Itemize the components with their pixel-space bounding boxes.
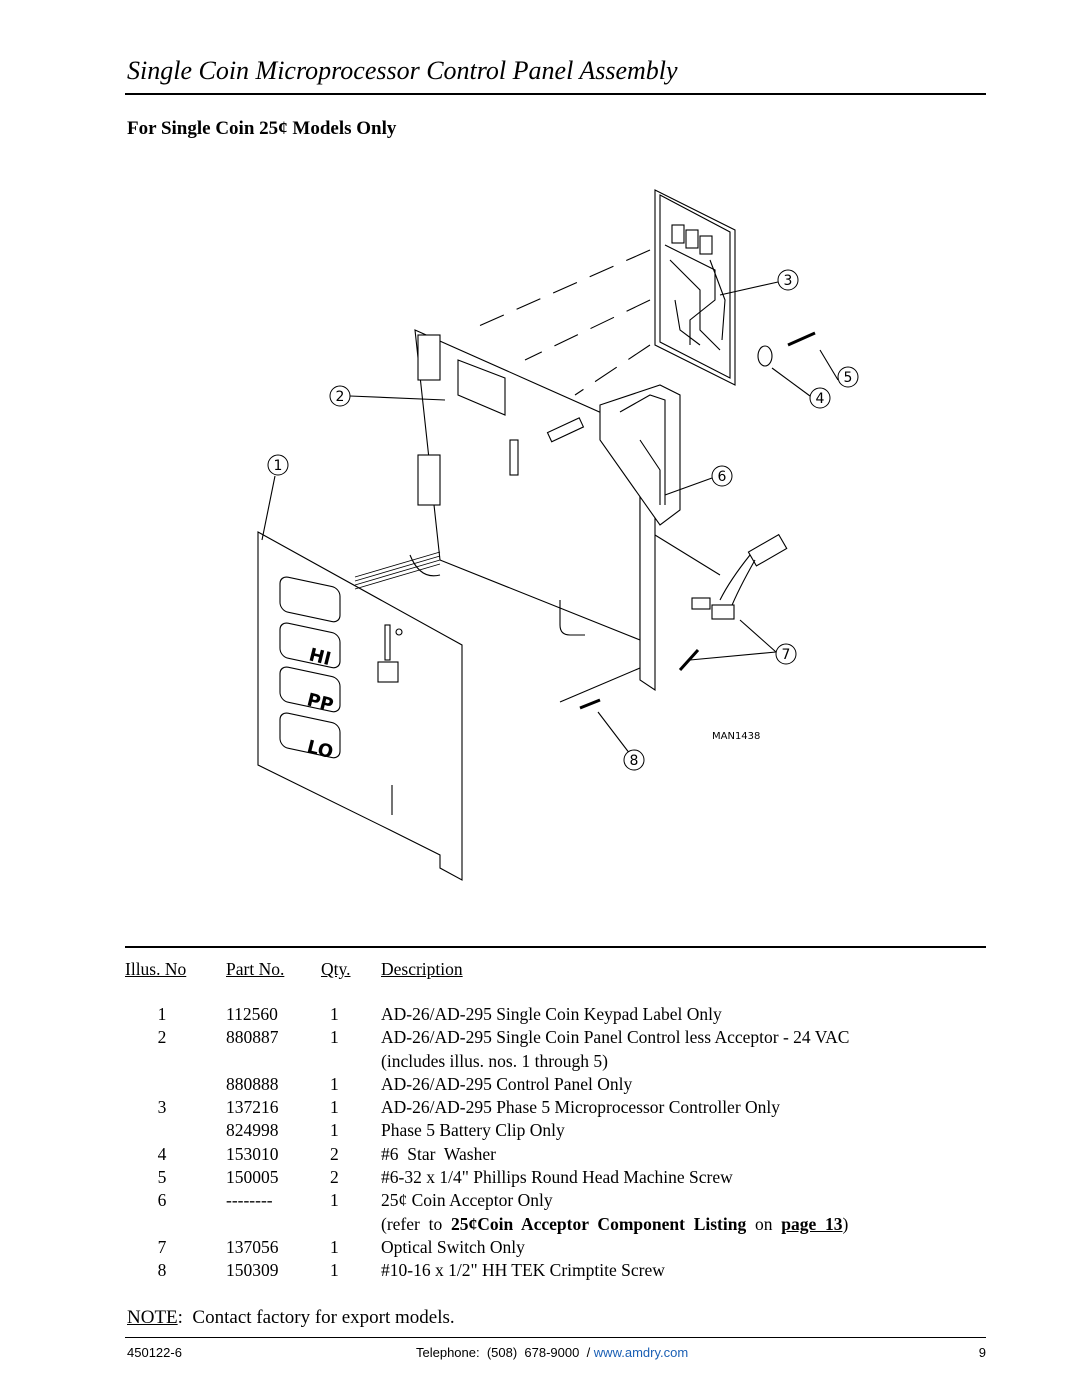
table-row: 2 880887 1 AD-26/AD-295 Single Coin Panel C… [125,1026,986,1049]
cell-part: 880887 [226,1027,279,1048]
callout-5: 5 [844,370,853,386]
cell-desc: Phase 5 Battery Clip Only [381,1120,565,1141]
cell-desc: AD-26/AD-295 Control Panel Only [381,1073,633,1094]
callout-8: 8 [630,753,639,769]
keypad-label [257,531,463,881]
cell-desc: AD-26/AD-295 Single Coin Keypad Label On… [381,1004,722,1024]
section-subtitle: For Single Coin 25¢ Models Only [127,118,397,139]
footer-page-number: 9 [978,1345,986,1360]
cell-part: 137216 [226,1097,279,1118]
footer-doc-number: 450122-6 [127,1345,182,1360]
cell-illus: 6 [157,1190,167,1211]
table-row: 1 112560 1 AD-26/AD-295 Single Coin Keypad … [125,1003,986,1026]
callout-7: 7 [782,647,791,663]
table-row: (includes illus. nos. 1 through 5) [125,1050,986,1073]
cell-qty: 1 [330,1120,339,1141]
cell-part: 880888 [226,1073,279,1094]
footer-rule [125,1337,986,1338]
footer-phone: Telephone: (508) 678-9000 / [416,1345,594,1360]
parts-table-header: Illus. No Part No. Qty. Description [125,958,986,981]
page-title: Single Coin Microprocessor Control Panel… [127,56,678,85]
table-rule [125,946,986,948]
coin-acceptor [599,384,681,526]
table-row: 3 137216 1 AD-26/AD-295 Phase 5 Microproces… [125,1096,986,1119]
cell-qty: 1 [330,1190,339,1211]
reference-middle: on [746,1213,782,1234]
cell-part: -------- [226,1190,273,1211]
table-row: 5 150005 2 #6-32 x 1/4" Phillips Round Head… [125,1166,986,1189]
callout-2: 2 [336,389,345,405]
cell-qty: 2 [330,1143,339,1164]
cell-qty: 1 [330,1236,339,1257]
cell-qty: 1 [330,1027,339,1048]
table-row: 6 -------- 1 25¢ Coin Acceptor Only [125,1189,986,1212]
header-desc: Description [381,959,463,979]
table-row: 824998 1 Phase 5 Battery Clip Only [125,1119,986,1142]
reference-suffix: ) [842,1213,849,1234]
header-illus: Illus. No [125,959,187,979]
note: NOTE: Contact factory for export models. [127,1307,455,1329]
cell-desc: (includes illus. nos. 1 through 5) [381,1050,608,1071]
cell-part: 112560 [226,1004,278,1024]
table-row: 880888 1 AD-26/AD-295 Control Panel Only [125,1073,986,1096]
cell-part: 137056 [226,1236,279,1257]
control-panel [414,329,656,692]
table-row: 8 150309 1 #10-16 x 1/2" HH TEK Crimptite S… [125,1259,986,1282]
controller-board [654,189,736,386]
cell-desc: AD-26/AD-295 Single Coin Panel Control l… [381,1027,850,1048]
table-row: 4 153010 2 #6 Star Washer [125,1143,986,1166]
note-text: : Contact factory for export models. [177,1307,455,1328]
cell-desc: Optical Switch Only [381,1236,525,1257]
table-row: 7 137056 1 Optical Switch Only [125,1236,986,1259]
callout-3: 3 [784,273,793,289]
exploded-assembly-diagram: 1 2 3 4 5 6 7 8 HI PP LO MAN1438 [257,189,859,881]
cell-qty: 1 [330,1260,339,1281]
cell-desc: 25¢ Coin Acceptor Only [381,1190,553,1211]
footer-contact: Telephone: (508) 678-9000 / www.amdry.co… [416,1345,688,1360]
cell-qty: 2 [330,1167,339,1188]
cell-illus: 4 [157,1143,167,1164]
callout-4: 4 [816,391,825,407]
callout-1: 1 [274,458,283,474]
cell-qty: 1 [330,1004,339,1024]
reference-prefix: (refer to [381,1213,451,1234]
cell-illus: 1 [157,1004,167,1024]
title-rule [125,93,986,95]
cell-illus: 3 [157,1097,167,1118]
optical-switch [654,533,788,672]
table-row-reference: (refer to 25¢Coin Acceptor Component Lis… [125,1213,986,1236]
page-13-link[interactable]: page 13 [781,1213,843,1234]
cell-part: 150309 [226,1260,279,1281]
cell-qty: 1 [330,1073,339,1094]
reference-text: (refer to 25¢Coin Acceptor Component Lis… [381,1213,848,1236]
header-qty: Qty. [321,959,351,979]
cell-part: 150005 [226,1167,279,1188]
cell-desc: #6 Star Washer [381,1143,496,1164]
cell-desc: AD-26/AD-295 Phase 5 Microprocessor Cont… [381,1097,781,1118]
callout-6: 6 [718,469,727,485]
cell-illus: 8 [157,1260,167,1281]
cell-desc: #6-32 x 1/4" Phillips Round Head Machine… [381,1167,733,1188]
cell-part: 153010 [226,1143,279,1164]
note-label: NOTE [127,1307,178,1328]
cell-part: 824998 [226,1120,279,1141]
cell-illus: 7 [157,1236,167,1257]
reference-title: 25¢Coin Acceptor Component Listing [450,1213,747,1234]
header-part: Part No. [226,959,285,979]
keypad-label-hi: HI [307,644,333,670]
cell-desc: #10-16 x 1/2" HH TEK Crimptite Screw [381,1260,665,1281]
cell-qty: 1 [330,1097,339,1118]
cell-illus: 5 [157,1167,167,1188]
drawing-number: MAN1438 [712,731,760,742]
cell-illus: 2 [157,1027,167,1048]
footer-url[interactable]: www.amdry.com [593,1345,689,1360]
